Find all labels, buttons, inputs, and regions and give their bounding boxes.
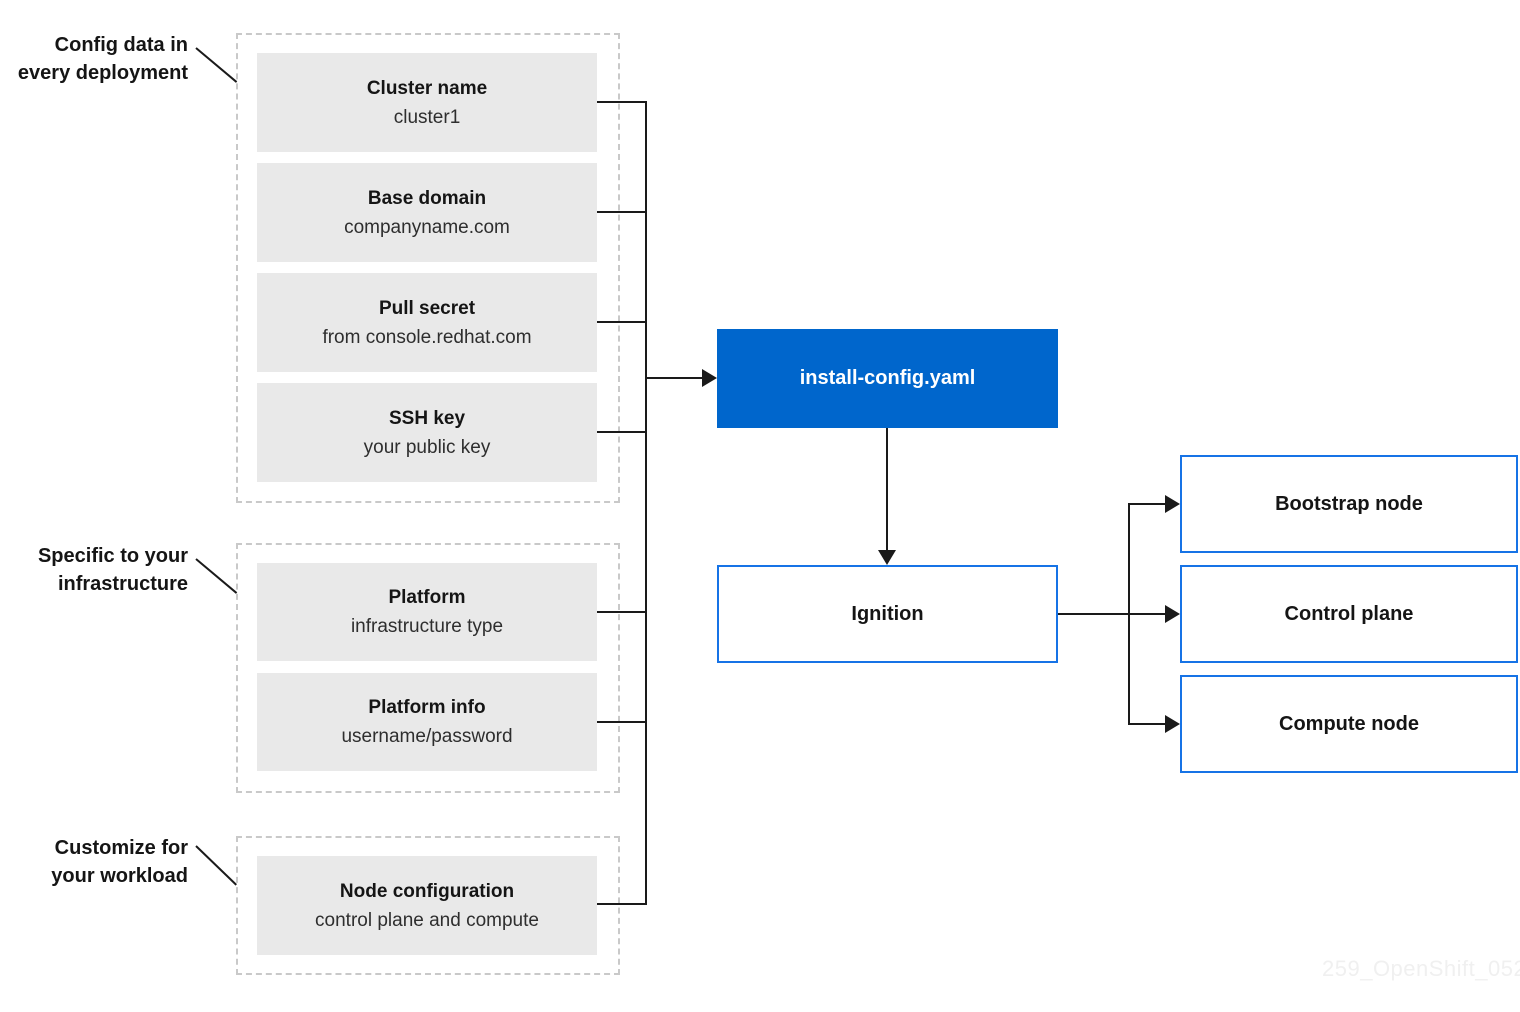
connector-line xyxy=(1128,723,1168,725)
box-title: SSH key xyxy=(388,407,466,429)
box-title: Pull secret xyxy=(378,297,476,319)
config-box-platform-info: Platform info username/password xyxy=(257,673,597,771)
box-title: Platform xyxy=(388,587,466,608)
connector-line xyxy=(1058,613,1130,615)
arrowhead-down xyxy=(878,550,896,565)
ignition-label: Ignition xyxy=(851,602,924,625)
arrowhead-right xyxy=(1165,605,1180,623)
annotation-line: Specific to your xyxy=(37,545,188,567)
annotation-line: every deployment xyxy=(17,62,188,84)
group-infrastructure: Platform infrastructure type Platform in… xyxy=(236,543,620,793)
config-box-pull-secret: Pull secret from console.redhat.com xyxy=(257,273,597,372)
config-box-platform: Platform infrastructure type xyxy=(257,563,597,661)
annotation-line: Customize for xyxy=(54,837,188,859)
annotation-config-data: Config data in every deployment xyxy=(2,31,188,87)
connector-line xyxy=(597,321,647,323)
annotation-line: Config data in xyxy=(54,34,188,56)
box-subtitle: control plane and compute xyxy=(315,909,539,931)
install-config-yaml-box: install-config.yaml xyxy=(717,329,1058,428)
config-box-cluster-name: Cluster name cluster1 xyxy=(257,53,597,152)
connector-line xyxy=(1128,503,1168,505)
compute-node-label: Compute node xyxy=(1279,712,1419,735)
arrowhead-right xyxy=(702,369,717,387)
ignition-box: Ignition xyxy=(717,565,1058,663)
connector-line xyxy=(597,903,647,905)
box-subtitle: infrastructure type xyxy=(350,616,504,637)
box-subtitle: your public key xyxy=(363,436,491,458)
pointer-line xyxy=(195,558,238,594)
arrowhead-right xyxy=(1165,715,1180,733)
annotation-line: your workload xyxy=(51,865,188,887)
connector-line xyxy=(645,377,704,379)
pointer-line xyxy=(195,47,238,83)
connector-line xyxy=(1128,613,1168,615)
config-box-base-domain: Base domain companyname.com xyxy=(257,163,597,262)
box-title: Platform info xyxy=(368,697,486,718)
group-workload: Node configuration control plane and com… xyxy=(236,836,620,975)
connector-line xyxy=(597,101,647,103)
config-box-ssh-key: SSH key your public key xyxy=(257,383,597,482)
connector-line xyxy=(597,611,647,613)
bootstrap-node-label: Bootstrap node xyxy=(1275,492,1423,515)
box-title: Base domain xyxy=(367,187,487,209)
box-subtitle: username/password xyxy=(341,726,513,747)
box-subtitle: cluster1 xyxy=(393,106,461,128)
box-subtitle: companyname.com xyxy=(344,216,510,238)
box-title: Node configuration xyxy=(339,880,515,902)
annotation-infrastructure: Specific to your infrastructure xyxy=(2,542,188,598)
box-subtitle: from console.redhat.com xyxy=(322,326,532,348)
connector-line xyxy=(597,431,647,433)
arrowhead-right xyxy=(1165,495,1180,513)
watermark-text: 259_OpenShift_0522 xyxy=(1322,956,1520,981)
group-config-data: Cluster name cluster1 Base domain compan… xyxy=(236,33,620,503)
connector-line xyxy=(597,211,647,213)
pointer-line xyxy=(195,845,237,886)
annotation-line: infrastructure xyxy=(57,573,188,595)
connector-line xyxy=(886,428,888,551)
control-plane-label: Control plane xyxy=(1284,602,1414,625)
control-plane-box: Control plane xyxy=(1180,565,1518,663)
install-config-yaml-label: install-config.yaml xyxy=(799,367,976,389)
annotation-workload: Customize for your workload xyxy=(2,834,188,890)
connector-line xyxy=(597,721,647,723)
trunk-line xyxy=(645,101,647,905)
compute-node-box: Compute node xyxy=(1180,675,1518,773)
bootstrap-node-box: Bootstrap node xyxy=(1180,455,1518,553)
config-box-node-configuration: Node configuration control plane and com… xyxy=(257,856,597,955)
box-title: Cluster name xyxy=(366,77,488,99)
